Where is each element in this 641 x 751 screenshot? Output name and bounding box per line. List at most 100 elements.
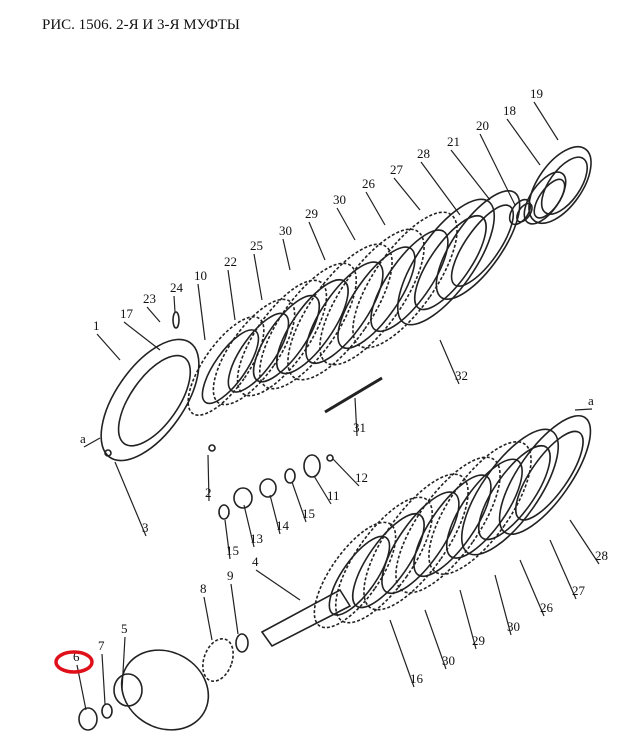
small-part-7 [104,449,112,457]
disc-upper-7 [287,243,393,381]
callout-label-28: 28 [595,548,608,563]
leader-line-19 [533,101,559,141]
callout-label-22: 22 [224,254,237,269]
disc-lower-inner-0 [515,430,584,521]
leader-line-14 [269,494,281,535]
callout-label-11: 11 [327,488,340,503]
callout-label-14: 14 [276,518,290,533]
pin-31 [324,376,383,414]
leader-line-3 [114,461,147,537]
leader-line-4 [255,569,301,601]
ring-7 [101,703,113,719]
leader-line-29 [308,221,326,261]
disc-upper-9 [236,279,328,397]
callout-label-9: 9 [227,568,234,583]
small-part-0 [233,487,253,509]
leader-line-20 [479,133,516,206]
callout-label-5: 5 [121,621,128,636]
gear-part-8 [202,637,234,683]
callout-label-7: 7 [98,638,105,653]
callout-label-a: a [588,393,594,408]
disc-upper-inner-11 [201,329,260,405]
leader-line-5 [121,636,126,691]
leader-line-26 [519,559,545,617]
disc-upper-3 [435,189,521,301]
small-part-6 [172,311,180,329]
callout-label-1: 1 [93,318,100,333]
disc-lower-5 [334,496,434,624]
leader-line-27 [393,177,421,211]
leader-line-21 [450,149,491,201]
disc-lower-inner-1 [477,445,551,541]
callout-label-10: 10 [194,268,207,283]
leader-line-a [574,408,593,411]
leader-line-a [83,437,101,448]
leader-line-15 [291,481,307,523]
callout-label-32: 32 [455,368,468,383]
disc-upper-inner-1 [533,178,566,219]
leader-line-24 [173,295,176,313]
callout-label-16: 16 [410,671,424,686]
disc-lower-inner-5 [351,513,425,609]
leader-line-27 [549,539,577,600]
callout-label-29: 29 [305,206,318,221]
small-part-8 [208,444,216,452]
leader-line-28 [420,161,461,216]
snap-ring-9 [235,633,249,653]
callout-label-8: 8 [200,581,207,596]
small-part-2 [284,468,296,484]
callout-label-21: 21 [447,134,460,149]
leader-line-30 [494,574,512,636]
callout-label-28: 28 [417,146,430,161]
disc-upper-inner-0 [540,156,588,215]
callout-label-a: a [80,431,86,446]
small-part-1 [259,478,277,498]
shaft [260,588,352,648]
leader-line-17 [123,321,161,351]
disc-lower-4 [363,473,469,611]
callout-label-15: 15 [302,506,315,521]
callout-label-12: 12 [355,470,368,485]
leader-line-26 [365,191,386,226]
callout-label-20: 20 [476,118,489,133]
callout-label-27: 27 [572,583,586,598]
disc-upper-inner-10 [227,312,290,393]
disc-lower-inner-4 [381,491,460,595]
callout-label-2: 2 [205,485,212,500]
callout-label-27: 27 [390,162,404,177]
leader-line-30 [424,609,447,670]
callout-label-4: 4 [252,554,259,569]
hub-spline [113,673,143,707]
leader-line-2 [207,454,210,502]
leader-line-25 [253,253,263,301]
disc-lower-inner-2 [445,458,523,559]
small-part-3 [303,454,321,478]
disc-upper-5 [352,211,458,349]
disc-upper-0 [528,146,592,224]
highlight-circle-part-6 [54,650,94,674]
leader-line-15 [224,519,231,560]
leader-line-10 [197,283,206,341]
callout-label-26: 26 [362,176,376,191]
callout-label-30: 30 [442,653,455,668]
leader-line-11 [313,475,332,505]
leader-line-1 [96,333,121,361]
disc-upper-inner-3 [450,204,515,287]
callout-label-24: 24 [170,280,184,295]
callout-label-31: 31 [353,420,366,435]
leader-line-23 [146,306,161,323]
figure-title: РИС. 1506. 2-Я И 3-Я МУФТЫ [42,17,240,33]
callout-label-3: 3 [142,520,149,535]
disc-upper-11 [187,316,265,416]
leader-line-12 [332,458,360,487]
leader-line-8 [203,596,213,641]
leader-line-9 [230,583,239,635]
leader-line-18 [506,118,541,166]
hub-part-5 [120,649,210,731]
callout-label-30: 30 [333,192,346,207]
callout-label-6: 6 [73,649,80,664]
disc-lower-inner-3 [413,474,492,578]
callout-label-17: 17 [120,306,134,321]
leader-line-30 [336,207,356,241]
